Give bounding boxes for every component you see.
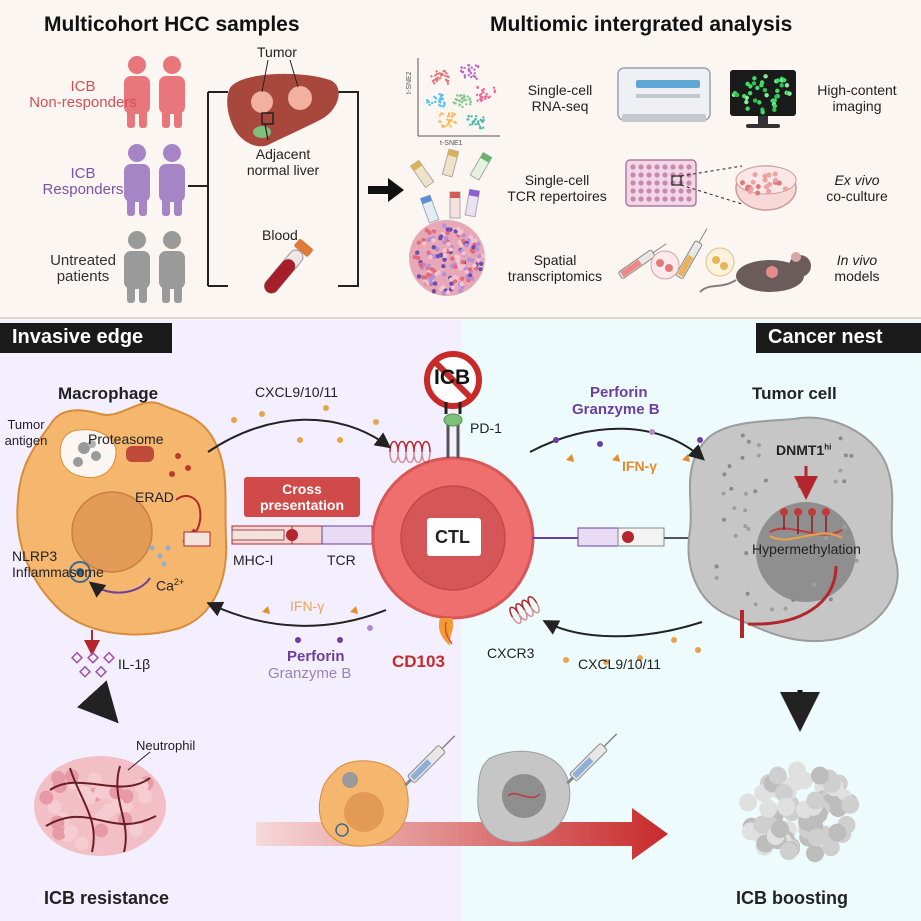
hypermethylation-label: Hypermethylation [752, 541, 861, 557]
granzyme-right-label: Granzyme B [572, 401, 660, 418]
syringe-left-icon [404, 735, 456, 787]
cross-presentation-box [244, 477, 360, 517]
ifn-right-label: IFN-γ [622, 458, 657, 474]
neutrophil-mass-icon [34, 751, 166, 856]
icb-resistance-label: ICB resistance [44, 888, 170, 908]
responder-people-icon [124, 144, 185, 216]
tumor-cell-title: Tumor cell [752, 384, 837, 403]
flow-arrow-icon [368, 178, 404, 202]
tumor-label: Tumor [257, 44, 297, 60]
untreated-people-icon [124, 231, 185, 303]
down-arrow-left [77, 680, 119, 724]
proteasome-label: Proteasome [88, 431, 164, 447]
calcium-label: Ca2+ [156, 577, 185, 594]
granzyme-left-label: Granzyme B [268, 665, 352, 682]
tsne-plot [417, 58, 500, 137]
ifn-left-label: IFN-γ [290, 598, 325, 614]
monitor-icon [730, 70, 796, 128]
nonresponder-people-icon [124, 56, 185, 128]
cxcl-bottom-arrow [542, 620, 703, 638]
dispersed-tumor-icon [739, 761, 860, 863]
mouse-icon [699, 252, 811, 293]
tsne-y-label: t-SNE2 [406, 71, 413, 94]
well-plate-icon [625, 159, 743, 207]
tumor-cell [687, 416, 899, 643]
perforin-left-label: Perforin [287, 648, 345, 665]
macrophage-title: Macrophage [58, 384, 159, 403]
pd1-receptor [446, 422, 460, 458]
cxcr-receptor-top [389, 440, 431, 464]
perforin-right-label: Perforin [590, 384, 648, 401]
pd1-label: PD-1 [470, 420, 502, 436]
cxcr3-receptor [509, 596, 540, 624]
tsne-x-label: t-SNE1 [440, 140, 463, 147]
perforin-right-arrow [529, 427, 705, 461]
cancer-nest-banner: Cancer nest [768, 326, 883, 348]
icb-label: ICB [434, 366, 471, 389]
left-banner-bg [0, 323, 172, 353]
mhc-tcr-left [231, 525, 386, 545]
ctl-label: CTL [435, 527, 470, 547]
perforin-left-arrow [206, 601, 387, 627]
petri-dish-icon [735, 165, 797, 211]
syringes-icon [618, 228, 735, 280]
tcr-tubes-icon [409, 148, 493, 224]
ctl-cell [371, 456, 535, 646]
imaging-machine-icon [617, 67, 711, 122]
invasive-edge-banner: Invasive edge [12, 326, 144, 348]
mhc-label: MHC-I [233, 552, 274, 568]
syringe-right-icon [566, 733, 618, 785]
dnmt1-label: DNMT1hi [776, 442, 832, 458]
blood-label: Blood [262, 227, 298, 243]
cxcl-bottom-label: CXCL9/10/11 [578, 656, 662, 672]
liver-icon [227, 59, 339, 147]
boosting-gradient-arrow [256, 808, 668, 860]
small-tumor-icon [477, 750, 571, 843]
icb-blocked-icon [424, 351, 482, 414]
blood-tube-icon [264, 238, 313, 294]
spatial-disk-icon [409, 220, 486, 296]
mhc-tcr-right [532, 527, 690, 547]
left-section-title: Multicohort HCC samples [44, 13, 300, 36]
cd103-label: CD103 [392, 652, 445, 671]
cxcr3-label: CXCR3 [487, 645, 535, 661]
il1b-label: IL-1β [118, 656, 151, 672]
icb-boosting-label: ICB boosting [736, 888, 848, 908]
right-section-title: Multiomic intergrated analysis [490, 13, 793, 36]
cxcl-top-label: CXCL9/10/11 [255, 384, 339, 400]
neutrophil-label: Neutrophil [136, 738, 196, 753]
right-banner-bg [756, 323, 921, 353]
tcr-label: TCR [327, 552, 356, 568]
small-macrophage-icon [318, 760, 409, 847]
erad-label: ERAD [135, 489, 174, 505]
macrophage-cell [16, 401, 228, 678]
cxcl-top-arrow [207, 418, 392, 453]
